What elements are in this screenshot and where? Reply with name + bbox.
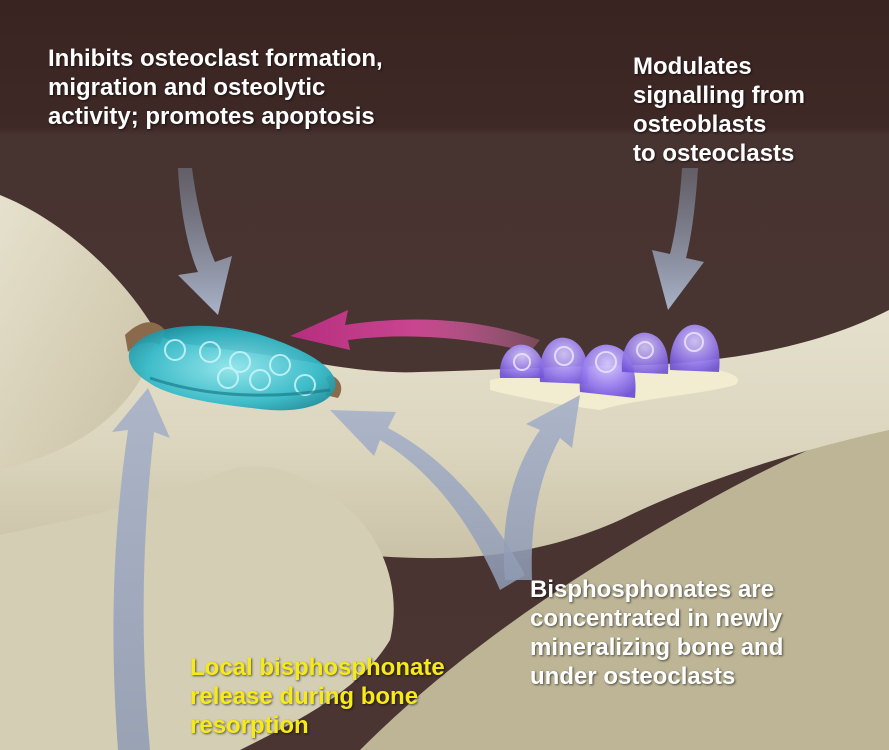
label-osteoclast-inhibition: Inhibits osteoclast formation, migration… [48, 44, 383, 131]
label-bisphosphonate-concentration: Bisphosphonates are concentrated in newl… [530, 575, 783, 691]
label-signalling-modulation: Modulates signalling from osteoblasts to… [633, 52, 805, 168]
label-local-release: Local bisphosphonate release during bone… [190, 653, 445, 740]
